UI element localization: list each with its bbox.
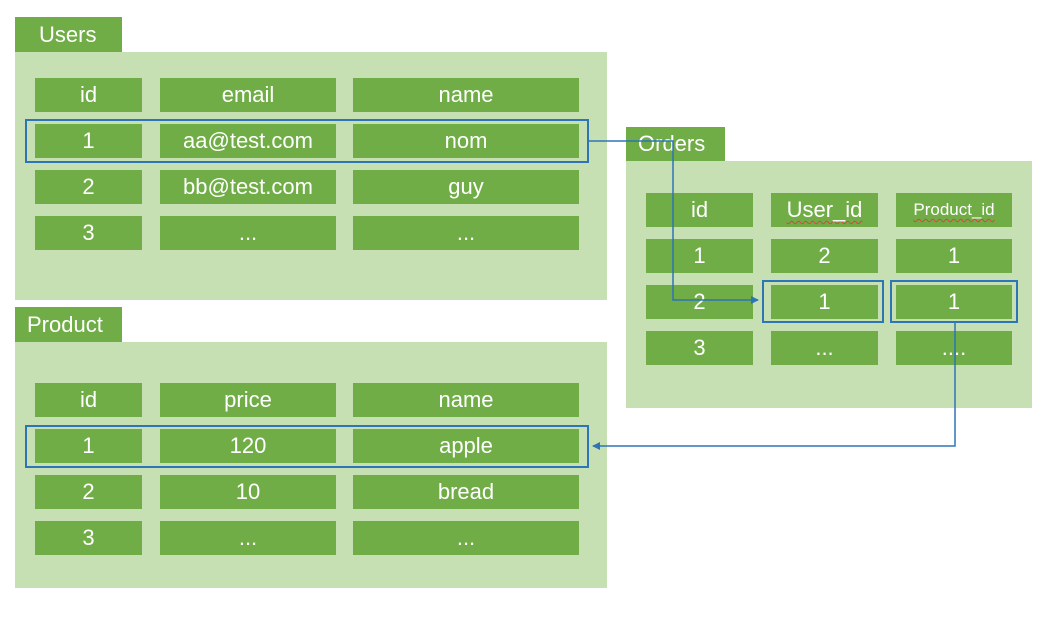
product-row3-name: ...: [353, 521, 579, 555]
users-row3-name: ...: [353, 216, 579, 250]
product-row1-name: apple: [353, 429, 579, 463]
users-row3-email: ...: [160, 216, 336, 250]
product-row2-name: bread: [353, 475, 579, 509]
orders-row3-id: 3: [646, 331, 753, 365]
orders-header-id: id: [646, 193, 753, 227]
orders-product-id-highlight: [890, 280, 1018, 323]
users-row1-name: nom: [353, 124, 579, 158]
orders-row2-user-id: 1: [771, 285, 878, 319]
users-row2-id: 2: [35, 170, 142, 204]
orders-header-user-id: User_id: [771, 193, 878, 227]
users-row3-id: 3: [35, 216, 142, 250]
orders-user-id-highlight: [762, 280, 884, 323]
product-table-title: Product: [15, 307, 122, 342]
orders-row1-product-id: 1: [896, 239, 1012, 273]
users-row1-highlight: [25, 119, 589, 163]
users-row2-name: guy: [353, 170, 579, 204]
users-header-name: name: [353, 78, 579, 112]
orders-row3-product-id: ....: [896, 331, 1012, 365]
users-row1-id: 1: [35, 124, 142, 158]
orders-row1-id: 1: [646, 239, 753, 273]
product-row1-highlight: [25, 425, 589, 468]
orders-row3-user-id: ...: [771, 331, 878, 365]
product-row3-price: ...: [160, 521, 336, 555]
product-header-price: price: [160, 383, 336, 417]
orders-header-product-id: Product_id: [896, 193, 1012, 227]
users-table-title: Users: [15, 17, 122, 52]
product-header-name: name: [353, 383, 579, 417]
users-header-email: email: [160, 78, 336, 112]
product-row3-id: 3: [35, 521, 142, 555]
users-row2-email: bb@test.com: [160, 170, 336, 204]
orders-row1-user-id: 2: [771, 239, 878, 273]
product-row2-id: 2: [35, 475, 142, 509]
orders-table-title: Orders: [626, 127, 725, 161]
orders-row2-id: 2: [646, 285, 753, 319]
users-row1-email: aa@test.com: [160, 124, 336, 158]
product-header-id: id: [35, 383, 142, 417]
product-row1-price: 120: [160, 429, 336, 463]
product-row1-id: 1: [35, 429, 142, 463]
product-row2-price: 10: [160, 475, 336, 509]
orders-row2-product-id: 1: [896, 285, 1012, 319]
users-header-id: id: [35, 78, 142, 112]
